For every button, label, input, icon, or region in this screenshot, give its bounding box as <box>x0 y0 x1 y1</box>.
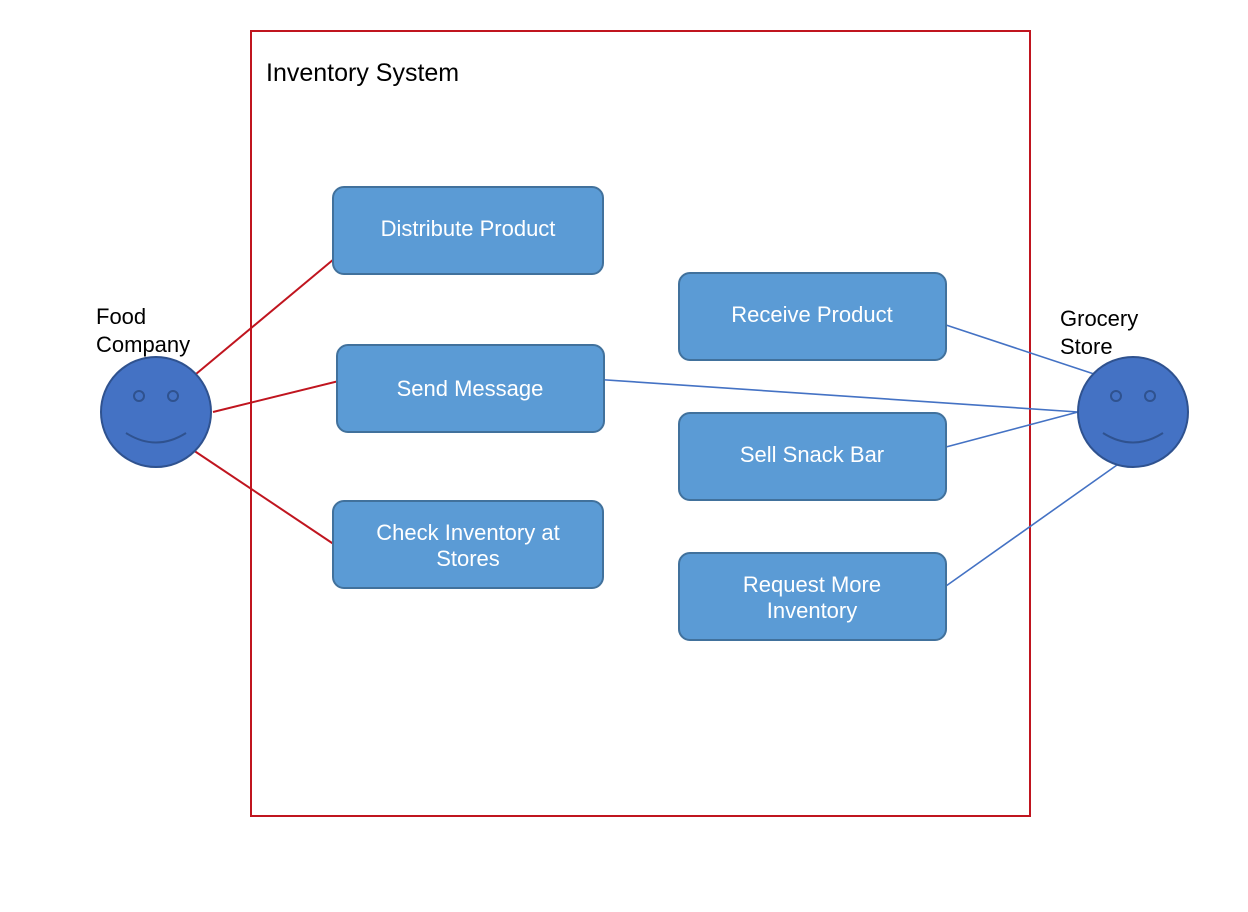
actor-left-eye <box>133 390 145 402</box>
use-case-label-line-2: Stores <box>436 546 500 571</box>
use-case-receive-product: Receive Product <box>678 272 947 361</box>
association-food-company-check-inventory <box>189 447 348 554</box>
association-grocery-store-receive-product <box>945 324 1098 376</box>
actor-label-line-2: Store <box>1060 334 1113 359</box>
actor-smile <box>125 432 187 444</box>
use-case-label: Send Message <box>397 376 544 401</box>
association-food-company-distribute-product <box>189 258 335 380</box>
use-case-label-line-2: Inventory <box>767 598 858 623</box>
use-case-box <box>678 272 947 361</box>
actor-grocery-store: Grocery Store <box>1060 306 1189 468</box>
association-food-company-send-message <box>212 378 348 413</box>
use-case-box <box>678 552 947 641</box>
actor-right-eye <box>1144 390 1156 402</box>
actor-left-eye <box>1110 390 1122 402</box>
smiley-face-icon <box>1077 356 1189 468</box>
use-case-box <box>332 186 604 275</box>
actor-label-line-2: Company <box>96 332 190 357</box>
association-grocery-store-request-more-inventory <box>945 464 1118 587</box>
actor-label-line-1: Food <box>96 304 146 329</box>
use-case-label: Sell Snack Bar <box>740 442 884 467</box>
association-grocery-store-send-message <box>591 378 1079 413</box>
actor-smile <box>1102 432 1164 444</box>
use-case-send-message: Send Message <box>336 344 605 433</box>
actor-food-company: Food Company <box>96 304 212 468</box>
actor-right-eye <box>167 390 179 402</box>
association-grocery-store-sell-snack-bar <box>945 411 1079 448</box>
smiley-face-icon <box>100 356 212 468</box>
use-case-label: Distribute Product <box>381 216 556 241</box>
system-boundary <box>250 30 1031 817</box>
use-case-distribute-product: Distribute Product <box>332 186 604 275</box>
actor-head <box>100 356 212 468</box>
actor-head <box>1077 356 1189 468</box>
use-case-label: Receive Product <box>731 302 892 327</box>
use-case-box <box>332 500 604 589</box>
use-case-request-more-inventory: Request More Inventory <box>678 552 947 641</box>
use-case-sell-snack-bar: Sell Snack Bar <box>678 412 947 501</box>
use-case-label-line-1: Request More <box>743 572 881 597</box>
use-case-box <box>336 344 605 433</box>
use-case-check-inventory-at-stores: Check Inventory at Stores <box>332 500 604 589</box>
use-case-box <box>678 412 947 501</box>
use-case-label-line-1: Check Inventory at <box>376 520 559 545</box>
actor-label-line-1: Grocery <box>1060 306 1138 331</box>
system-title: Inventory System <box>266 59 459 87</box>
